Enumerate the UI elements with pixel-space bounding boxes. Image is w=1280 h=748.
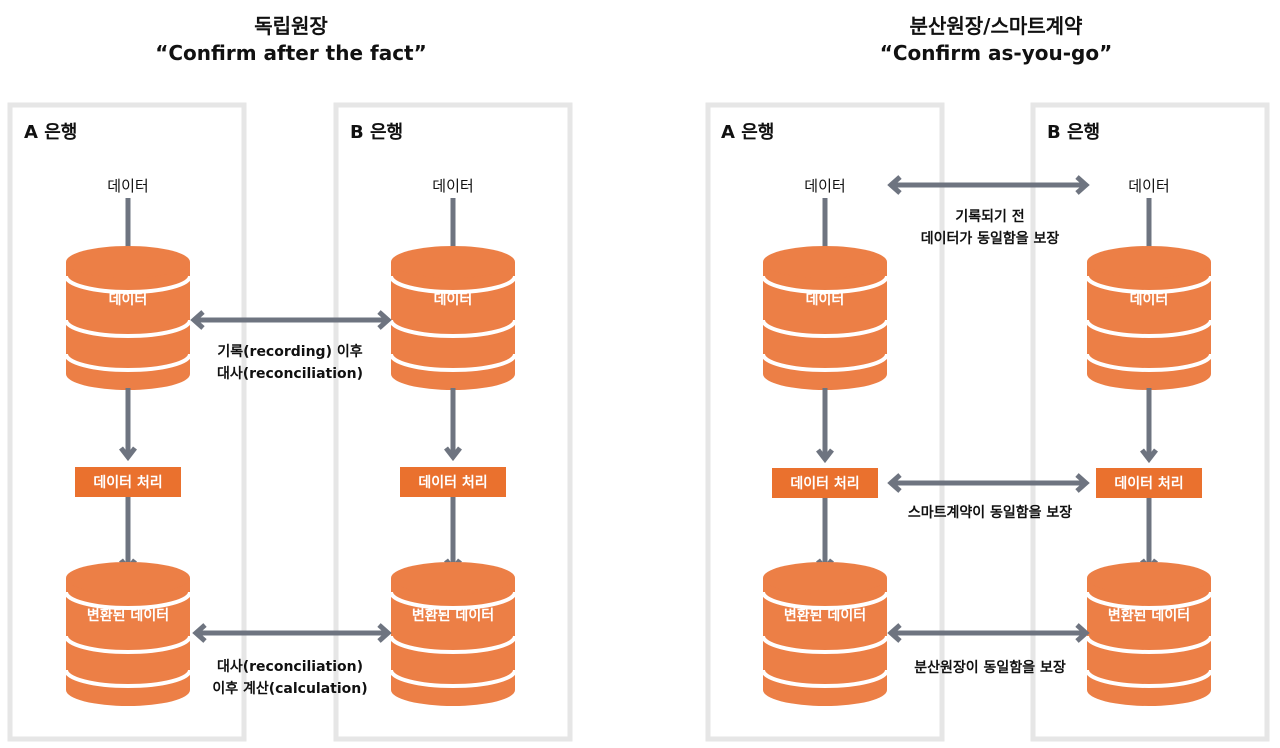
right-bank-b-process-label: 데이터 처리 [1114, 475, 1183, 492]
left-bank-a-process-label: 데이터 처리 [93, 474, 162, 491]
left-link-top-line2: 대사(reconciliation) [217, 366, 363, 382]
left-bank-a-result-db-label: 변환된 데이터 [87, 607, 169, 624]
left-bank-b-panel [333, 102, 573, 742]
left-link-bottom-line2: 이후 계산(calculation) [212, 680, 367, 697]
arrow-down [446, 497, 460, 569]
right-bank-b-result-database [1085, 560, 1213, 708]
right-link-top-line1: 기록되기 전 [955, 208, 1024, 225]
left-bank-b-input-label: 데이터 [432, 177, 473, 195]
left-bank-b-result-database [389, 560, 517, 708]
right-bank-b-label: B 은행 [1047, 122, 1100, 143]
right-bank-a-panel [705, 102, 945, 742]
right-bank-a-process-box [772, 468, 878, 498]
left-link-top-line1: 기록(recording) 이후 [217, 343, 362, 360]
left-bank-a-database [64, 244, 192, 392]
left-bank-a-result-database [64, 560, 192, 708]
double-arrow [891, 625, 1086, 641]
right-bank-b-process-box [1096, 468, 1202, 498]
right-link-top-line2: 데이터가 동일함을 보장 [921, 230, 1060, 247]
left-bank-b-database [389, 244, 517, 392]
left-link-bottom-line1: 대사(reconciliation) [217, 659, 363, 675]
left-bank-a-db-label: 데이터 [109, 291, 148, 308]
right-subtitle: “Confirm as-you-go” [880, 41, 1113, 65]
double-arrow [891, 475, 1086, 491]
arrow-down [1142, 498, 1156, 569]
right-bank-a-label: A 은행 [721, 122, 774, 143]
right-bank-a-process-label: 데이터 처리 [790, 475, 859, 492]
right-bank-a-db-label: 데이터 [806, 291, 845, 308]
arrow-down [121, 198, 135, 258]
arrow-down [1142, 198, 1156, 258]
right-bank-b-result-db-label: 변환된 데이터 [1108, 607, 1190, 624]
left-bank-b-label: B 은행 [350, 122, 403, 143]
arrow-down [446, 198, 460, 258]
left-section: 독립원장 “Confirm after the fact” A 은행 B 은행 … [7, 14, 573, 742]
arrow-down [121, 497, 135, 569]
left-bank-b-result-db-label: 변환된 데이터 [412, 607, 494, 624]
left-bank-b-process-label: 데이터 처리 [418, 474, 487, 491]
arrow-down [121, 388, 135, 457]
right-bank-a-result-database [761, 560, 889, 708]
right-link-mid-line1: 스마트계약이 동일함을 보장 [908, 504, 1072, 521]
right-bank-a-input-label: 데이터 [804, 177, 845, 195]
left-bank-a-input-label: 데이터 [107, 177, 148, 195]
arrow-down [818, 198, 832, 258]
double-arrow [196, 625, 388, 641]
right-bank-a-database [761, 244, 889, 392]
right-link-bottom-line1: 분산원장이 동일함을 보장 [914, 659, 1066, 676]
right-bank-b-db-label: 데이터 [1130, 291, 1169, 308]
arrow-down [1142, 388, 1156, 459]
left-bank-a-panel [7, 102, 247, 742]
arrow-down [818, 498, 832, 569]
arrow-down [818, 388, 832, 459]
right-bank-a-result-db-label: 변환된 데이터 [784, 607, 866, 624]
double-arrow [194, 312, 388, 328]
left-title: 독립원장 [254, 14, 328, 38]
left-subtitle: “Confirm after the fact” [155, 41, 427, 65]
right-title: 분산원장/스마트계약 [910, 14, 1084, 38]
right-bank-b-input-label: 데이터 [1128, 177, 1169, 195]
left-bank-a-label: A 은행 [24, 122, 77, 143]
left-bank-b-process-box [400, 467, 506, 497]
left-bank-b-db-label: 데이터 [434, 291, 473, 308]
right-bank-b-panel [1030, 102, 1270, 742]
right-bank-b-database [1085, 244, 1213, 392]
left-bank-a-process-box [75, 467, 181, 497]
arrow-down [446, 388, 460, 457]
double-arrow [891, 177, 1086, 193]
right-section: 분산원장/스마트계약 “Confirm as-you-go” A 은행 B 은행… [705, 14, 1270, 742]
